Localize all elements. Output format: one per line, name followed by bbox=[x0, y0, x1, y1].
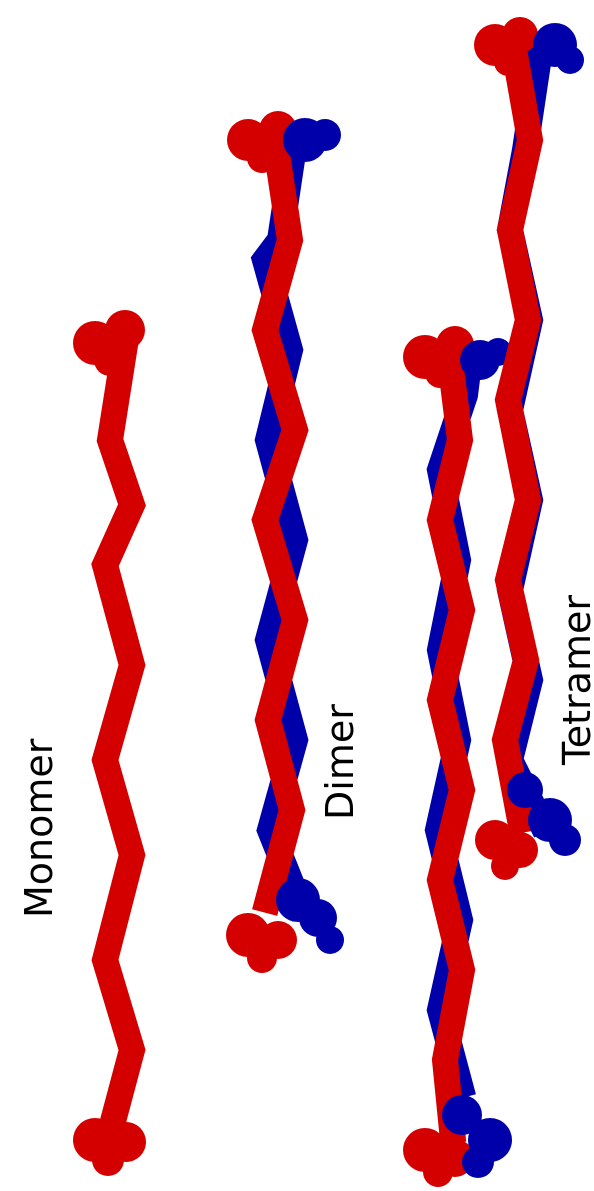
dimer-top-head-b bbox=[283, 118, 341, 162]
tetramer-left-chain-a bbox=[440, 360, 462, 1130]
monomer-bottom-head bbox=[73, 1118, 146, 1176]
dimer-bottom-head-a bbox=[226, 913, 297, 973]
monomer-chain bbox=[105, 345, 132, 1125]
monomer-label: Monomer bbox=[17, 738, 61, 918]
dimer-structure bbox=[226, 111, 344, 973]
dimer-label: Dimer bbox=[318, 704, 362, 820]
monomer-structure bbox=[73, 310, 146, 1176]
tetramer-label: Tetramer bbox=[555, 595, 594, 766]
